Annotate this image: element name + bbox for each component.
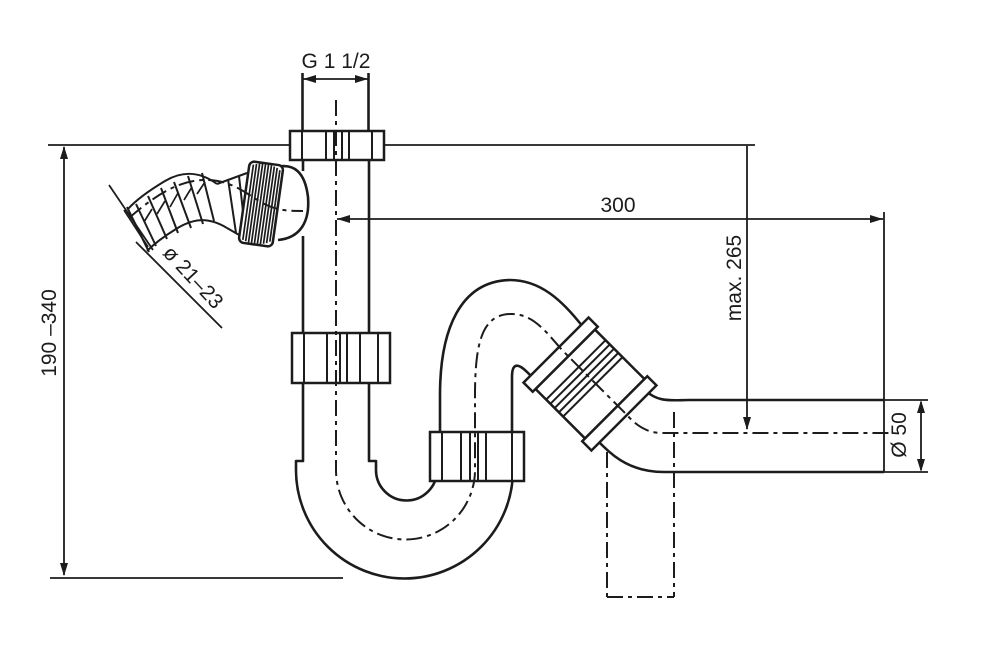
outlet-length-label: 300 [600,194,635,217]
lower-union-nut [290,331,392,385]
hose-bottom-edge [146,219,228,252]
height-range-label: 190 –340 [38,289,61,377]
arrow-down [60,563,68,576]
outlet-diameter-label: Ø 50 [888,412,911,458]
dimensions [48,75,928,579]
centerlines [128,100,893,541]
max-height-label: max. 265 [723,235,746,321]
hose-centerline [128,178,304,219]
main-flow-centerline [335,100,893,541]
arrow-right [870,215,883,223]
arrow-down [917,459,925,472]
hose-thread-hatches [143,181,206,223]
arrow-left [337,215,350,223]
phantom-outlet-position [606,412,675,598]
u-bend-outer-curve [294,469,515,580]
arrow-up [60,146,68,159]
arrow-left [303,75,316,83]
trap-body [275,73,884,580]
fittings [237,129,659,483]
hose-top-edge [127,172,218,210]
u-bend-inner-curve [374,469,439,502]
arrow-right [355,75,368,83]
arrow-down [743,417,751,430]
inlet-pipe-left-lower [294,383,305,470]
hose-diameter-label: ø 21–23 [158,241,227,313]
diagonal-union-nut [521,315,659,453]
inlet-pipe-right-lower [367,383,378,470]
outlet-lower-edge [510,364,884,474]
hose-corrugation-ribs [135,172,215,247]
branch-elbow-outline [275,164,310,242]
hose-dim-tick-short [123,209,149,248]
hose-dim-leader [135,241,223,329]
thread-size-label: G 1 1/2 [302,50,371,73]
riser-union-nut [428,430,526,483]
outlet-upper-edge [438,278,884,432]
hose-dim-tick-long [108,184,154,251]
arrow-up [917,400,925,413]
